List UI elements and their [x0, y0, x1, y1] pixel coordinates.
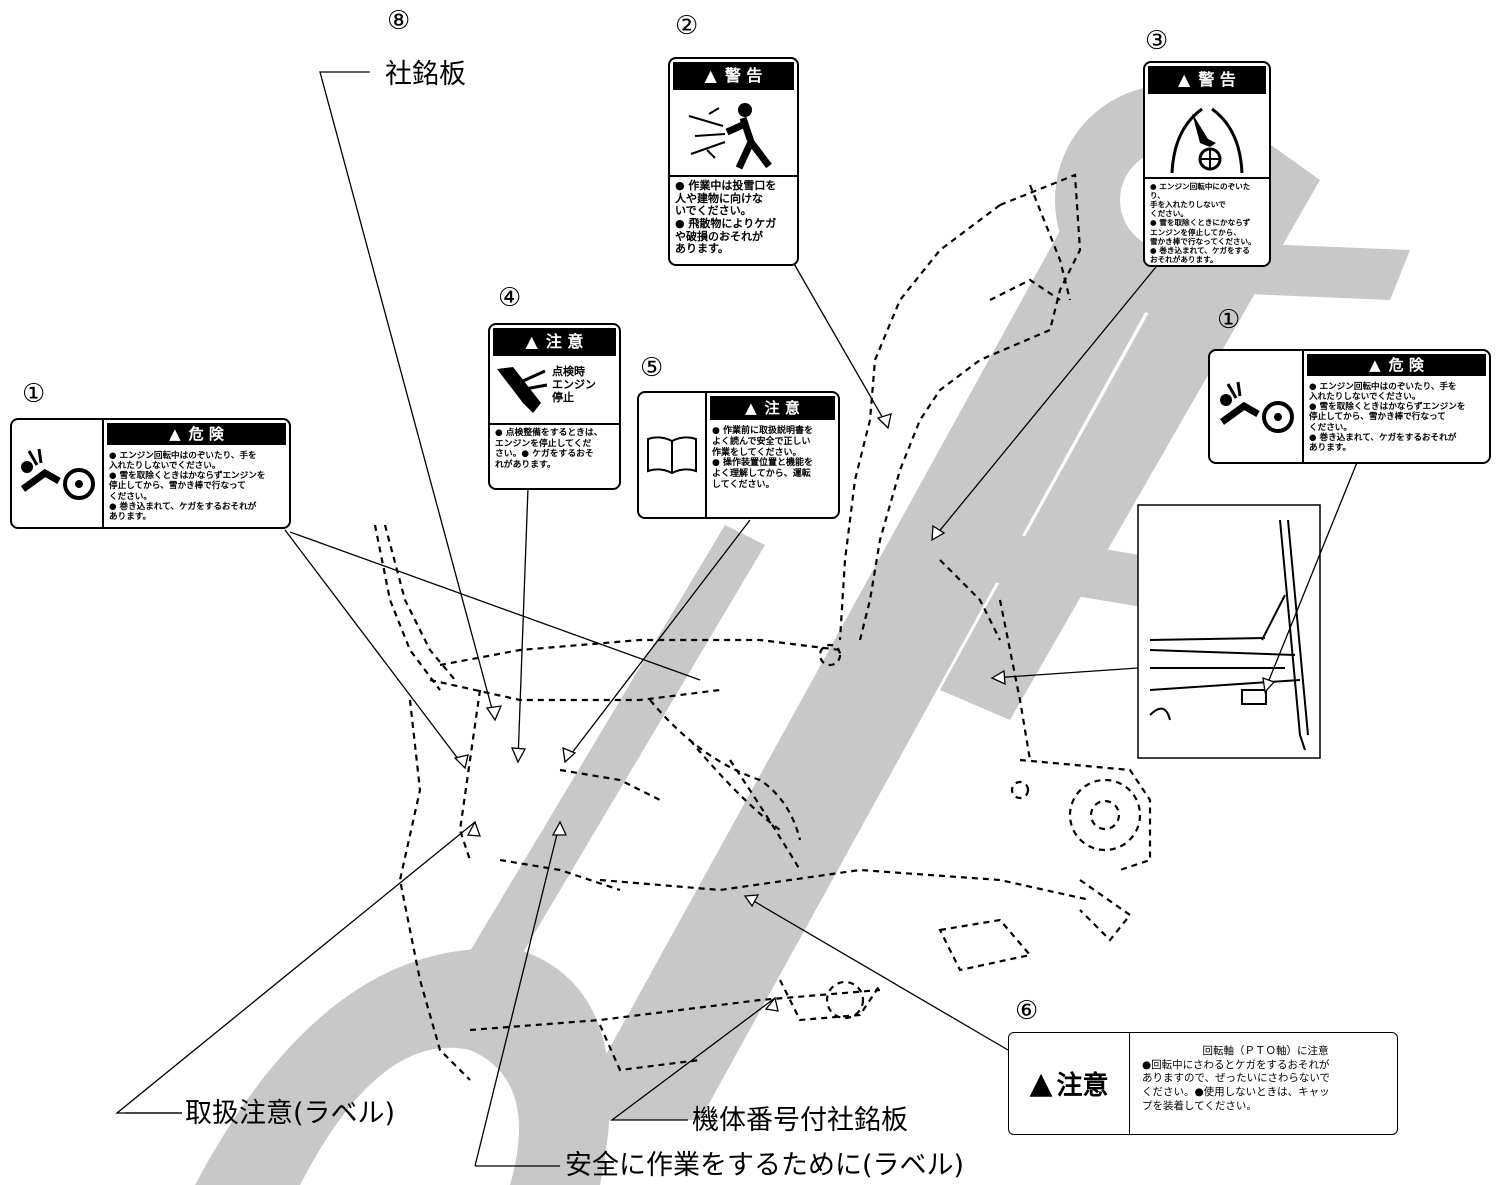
auger-hazard-icon [1210, 351, 1304, 462]
picture-caption: 停止 [552, 391, 574, 405]
warning-triangle-icon: ▲ [169, 425, 181, 443]
label-header: 注 意 [764, 399, 800, 417]
label-line: よく読んで安全で正しい [712, 436, 811, 447]
warning-triangle-icon: ▲ [1369, 356, 1381, 374]
warning-label-discharge: ▲ 警 告 ● 作業中は投雪口を 人や建物に向けな いでください。 ● 飛散物によ… [668, 57, 799, 266]
label-line: 停止してから、雪かき棒で行なって [109, 481, 246, 492]
label-line: ● 雪を取除くときはかならずエンジンを [1309, 402, 1466, 413]
label-line: ● 操作装置位置と機能を [712, 458, 813, 469]
label-line: ありますので、ぜったいにさわらないで [1142, 1072, 1331, 1085]
label-line: よく理解してから、運転 [712, 469, 811, 480]
safety-label-caption: 安全に作業をするために(ラベル) [565, 1150, 965, 1181]
label-line: ください。 [109, 491, 152, 502]
nameplate-caption: 社銘板 [385, 59, 466, 90]
picture-caption: エンジン [552, 378, 596, 392]
label-line: ● 巻き込まれて、ケガをするおそれが [1309, 432, 1457, 443]
label-header: 危 険 [1388, 356, 1424, 374]
callout-number-2: ② [675, 11, 699, 41]
label-line: あります。 [1309, 442, 1352, 453]
danger-label-right: ▲ 危 険 ● エンジン回転中はのぞいたり、手を 入れたりしないでください。 ● … [1208, 349, 1491, 464]
label-line: ください。 [1309, 422, 1352, 433]
label-line: ● 巻き込まれて、ケガをする [1150, 245, 1250, 255]
label-line: プを装着してください。 [1142, 1099, 1257, 1112]
picture-caption: 点検時 [552, 365, 585, 378]
callout-number-4: ④ [498, 283, 522, 313]
handling-label-caption: 取扱注意(ラベル) [185, 1098, 396, 1129]
serial-plate-caption: 機体番号付社銘板 [692, 1105, 908, 1136]
watermark [195, 85, 1410, 1185]
warning-label-auger: ▲ 警 告 ● エンジン回転中にのぞいたり、 手を入れたりしないで ください。 ●… [1143, 61, 1271, 267]
label-header: 警 告 [1198, 70, 1236, 89]
label-line: ください。 [1150, 209, 1188, 219]
leader-lines [115, 71, 1361, 1167]
label-header: 注意 [1056, 1071, 1109, 1101]
callout-number-5: ⑤ [640, 353, 664, 383]
caution-label-pto: ▲注意 回転軸（ＰＴＯ軸）に注意 ●回転中にさわるとケガをするおそれが あります… [1008, 1032, 1398, 1135]
label-line: れがあります。 [495, 459, 556, 470]
label-line: ●回転中にさわるとケガをするおそれが [1142, 1058, 1330, 1071]
open-book-icon [639, 393, 707, 517]
label-header: 注 意 [545, 332, 584, 351]
label-line: エンジンを停止してから、 [1150, 227, 1241, 237]
label-line: あります。 [109, 511, 152, 522]
detail-inset [1137, 504, 1321, 759]
hand-entanglement-icon [1145, 97, 1269, 179]
label-line: 入れたりしないでください。 [109, 461, 221, 472]
label-line: ● 作業中は投雪口を [675, 179, 777, 192]
flying-debris-icon [670, 93, 797, 177]
label-line: ● エンジン回転中はのぞいたり、手を [1309, 382, 1457, 392]
label-line: ● エンジン回転中はのぞいたり、手を [109, 451, 257, 461]
label-line: いでください。 [675, 204, 752, 218]
auger-hazard-icon [12, 420, 104, 527]
label-line: ● 点検整備をするときは、 [495, 428, 603, 438]
label-line: してください。 [712, 479, 775, 490]
callout-number-1-right: ① [1217, 305, 1241, 335]
warning-triangle-icon: ▲ [704, 66, 717, 85]
label-line: ● 飛散物によりケガ [675, 216, 777, 230]
pto-title: 回転軸（ＰＴＯ軸）に注意 [1202, 1045, 1329, 1057]
callout-number-1-left: ① [22, 379, 46, 409]
label-line: 停止してから、雪かき棒で行なって [1309, 412, 1446, 423]
label-line: エンジンを停止してくだ [495, 438, 592, 449]
hand-cutting-icon [490, 359, 552, 423]
label-line: 手を入れたりしないで [1150, 200, 1226, 210]
label-line: ● 雪を取除くときはかならずエンジンを [109, 471, 266, 482]
caution-label-manual: ▲ 注 意 ● 作業前に取扱説明書を よく読んで安全で正しい 作業をしてください。… [637, 391, 840, 519]
warning-triangle-icon: ▲ [525, 332, 538, 351]
label-line: ● エンジン回転中にのぞいたり、 [1150, 182, 1251, 201]
danger-label-left: ▲ 危 険 ● エンジン回転中はのぞいたり、手を 入れたりしないでください。 ● … [10, 418, 291, 529]
warning-triangle-icon: ▲ [1178, 70, 1191, 89]
label-line: ● 作業前に取扱説明書を [712, 426, 813, 436]
label-line: ● 雪を取除くときにかならず [1150, 218, 1251, 228]
label-line: あります。 [675, 242, 729, 256]
warning-triangle-icon: ▲ [745, 399, 757, 417]
label-line: 入れたりしないでください。 [1309, 392, 1421, 403]
arrowheads [453, 413, 1276, 1012]
caution-label-inspection: ▲ 注 意 点検時 エンジン 停止 ● 点検整備をするときは、 エンジンを停止して… [488, 323, 621, 490]
callout-number-3: ③ [1145, 26, 1169, 56]
callout-number-8: ⑧ [387, 6, 411, 36]
label-header: 危 険 [188, 425, 224, 443]
label-header: 警 告 [724, 66, 763, 85]
label-line: ください。●使用しないときは、キャッ [1142, 1085, 1330, 1098]
label-line: や破損のおそれが [675, 229, 763, 243]
label-line: さい。● ケガをするおそ [495, 449, 594, 460]
callout-number-6: ⑥ [1015, 996, 1039, 1026]
warning-triangle-icon: ▲ [1029, 1066, 1053, 1101]
label-line: 人や建物に向けな [675, 191, 763, 205]
label-line: ● 巻き込まれて、ケガをするおそれが [109, 501, 257, 512]
label-line: 作業をしてください。 [712, 447, 802, 458]
snowblower-drawing [373, 173, 1152, 1081]
label-line: 雪かき棒で行なってください。 [1150, 236, 1256, 246]
label-line: おそれがあります。 [1150, 254, 1218, 264]
